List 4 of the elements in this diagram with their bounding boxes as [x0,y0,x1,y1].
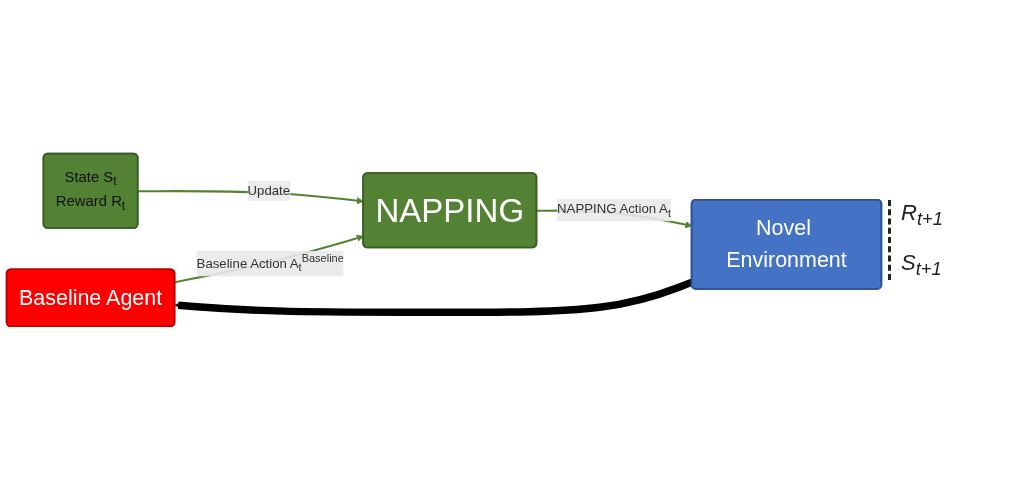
variable-label: R$_{t+1}$ [901,199,944,230]
edge-label: NAPPING Action A$_{t}$ [557,201,671,220]
edge-label: Update [247,183,291,198]
variable-label: S$_{t+1}$ [901,250,943,281]
